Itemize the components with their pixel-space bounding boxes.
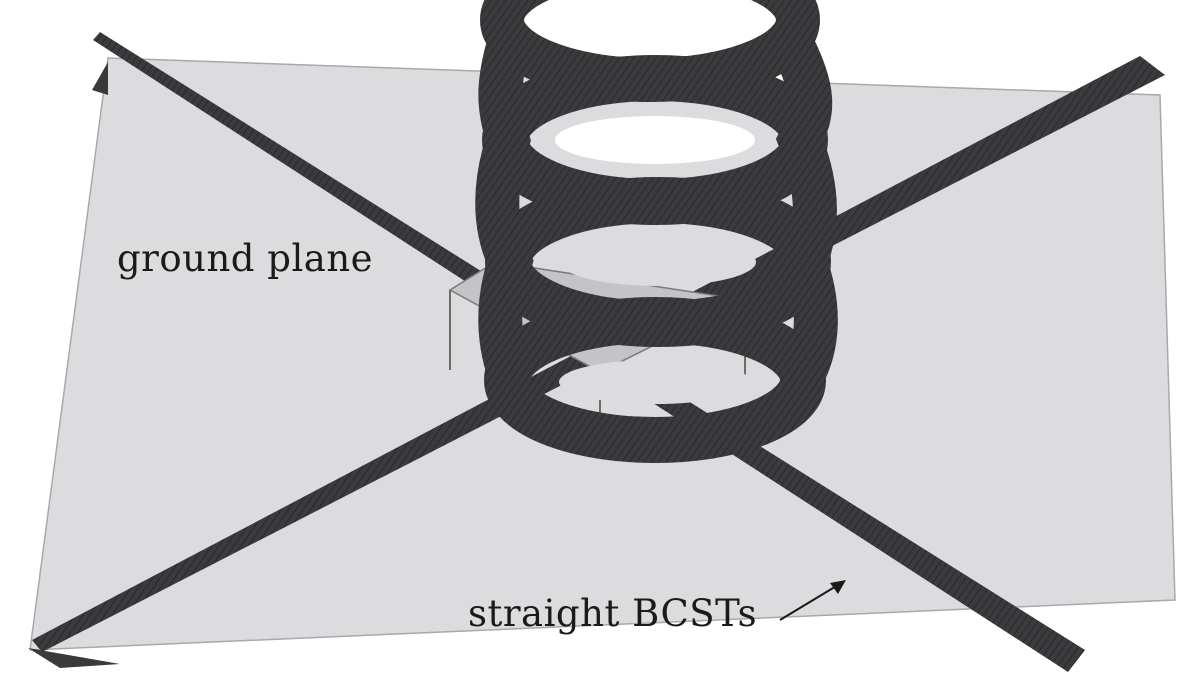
helix-opening: [555, 116, 755, 164]
helical-antenna: [475, 0, 838, 463]
ground-plane-corner-bottom: [28, 648, 120, 668]
helix-opening: [559, 360, 751, 404]
ground-plane-corner: [92, 62, 108, 95]
straight-bcsts-label: straight BCSTs: [468, 592, 758, 635]
helix-side: [475, 33, 534, 389]
ground-plane-label: ground plane: [117, 237, 374, 280]
bcst-pointer-arrow: [779, 584, 839, 621]
helix-opening: [560, 238, 756, 286]
bcst-pointer-arrowhead: [830, 580, 846, 594]
helix-opening: [550, 0, 750, 44]
helix-side: [770, 30, 838, 392]
